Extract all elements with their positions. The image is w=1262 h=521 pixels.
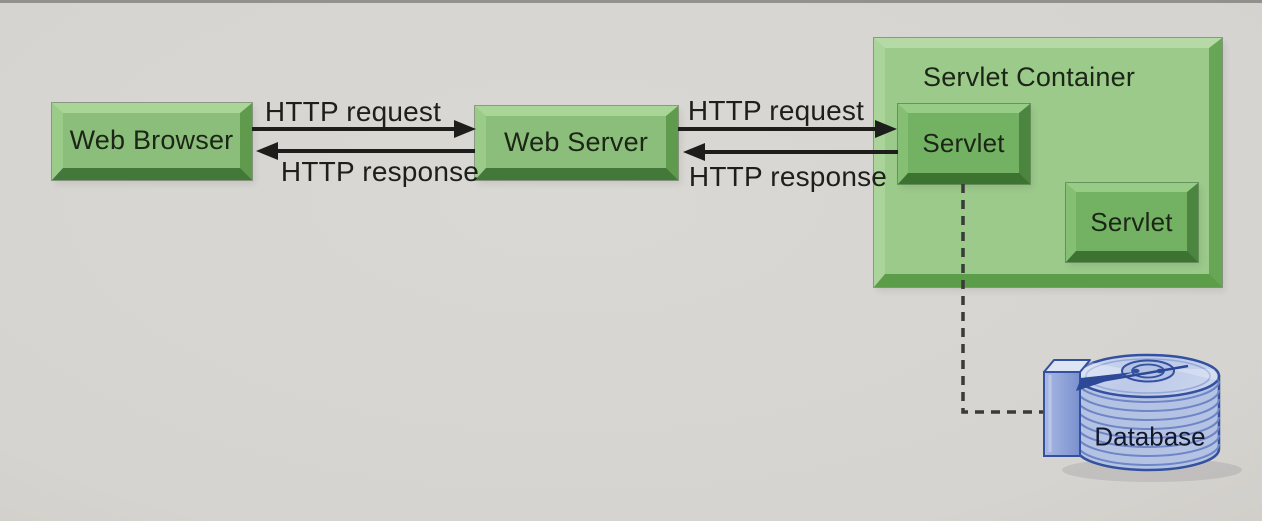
database-icon — [1043, 353, 1242, 482]
web-server-node: Web Server — [475, 106, 678, 180]
http-response-label-1: HTTP response — [280, 156, 480, 187]
web-browser-label: Web Browser — [69, 125, 234, 155]
servlet-container-title: Servlet Container — [923, 62, 1136, 92]
servlet-node-left: Servlet — [898, 104, 1030, 184]
servlet-node-right: Servlet — [1066, 183, 1198, 262]
web-server-label: Web Server — [503, 126, 649, 157]
http-request-label-2: HTTP request — [687, 95, 865, 126]
servlet-left-label: Servlet — [922, 128, 1005, 158]
web-browser-node: Web Browser — [52, 103, 252, 180]
http-response-arrow-servlet-to-server — [683, 143, 898, 161]
top-edge-line — [0, 0, 1262, 3]
http-request-label-1: HTTP request — [264, 96, 442, 127]
http-response-label-2: HTTP response — [688, 161, 888, 192]
servlet-right-label: Servlet — [1090, 206, 1173, 237]
database-label: Database — [1094, 421, 1206, 452]
